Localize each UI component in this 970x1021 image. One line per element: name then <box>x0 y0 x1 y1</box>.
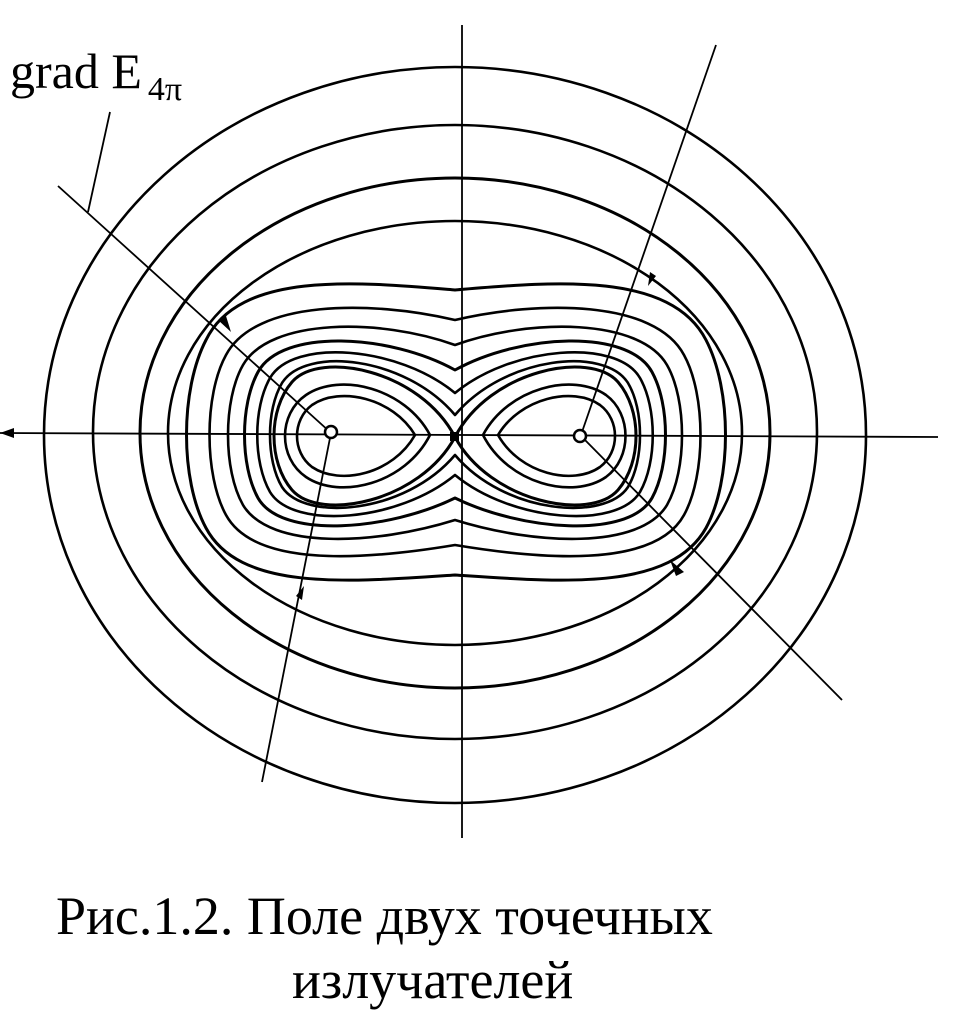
equipotential-contour <box>283 383 432 489</box>
arrowhead <box>218 316 231 332</box>
arrowhead <box>296 586 304 600</box>
emitter-point-left <box>323 424 339 440</box>
arrowhead <box>648 272 656 286</box>
gradient-label-main: grad E <box>10 43 142 99</box>
saddle-point <box>450 432 459 441</box>
equipotential-contour <box>268 359 642 510</box>
gradient-line <box>581 44 717 433</box>
gradient-line <box>261 437 331 783</box>
gradient-label-subscript: 4π <box>147 71 183 108</box>
equipotential-contour <box>208 306 702 558</box>
caption-line-2: излучателей <box>292 950 574 1010</box>
caption-line-1: Рис.1.2. Поле двух точечных <box>56 886 713 946</box>
equipotential-contour <box>226 325 684 541</box>
gradient-line <box>584 439 843 701</box>
label-leader-line <box>87 111 111 213</box>
emitter-point-right <box>572 428 588 444</box>
equipotential-contour <box>91 123 819 741</box>
horizontal-axis <box>0 432 939 438</box>
equipotential-contour <box>185 282 727 582</box>
equipotential-contour <box>42 65 868 805</box>
arrowhead <box>0 428 14 438</box>
gradient-line <box>57 185 331 433</box>
arrowhead <box>670 560 684 576</box>
equipotential-contour <box>255 351 655 518</box>
figure-caption: Рис.1.2. Поле двух точечных излучателей <box>0 884 900 1012</box>
equipotential-contour <box>295 394 417 478</box>
